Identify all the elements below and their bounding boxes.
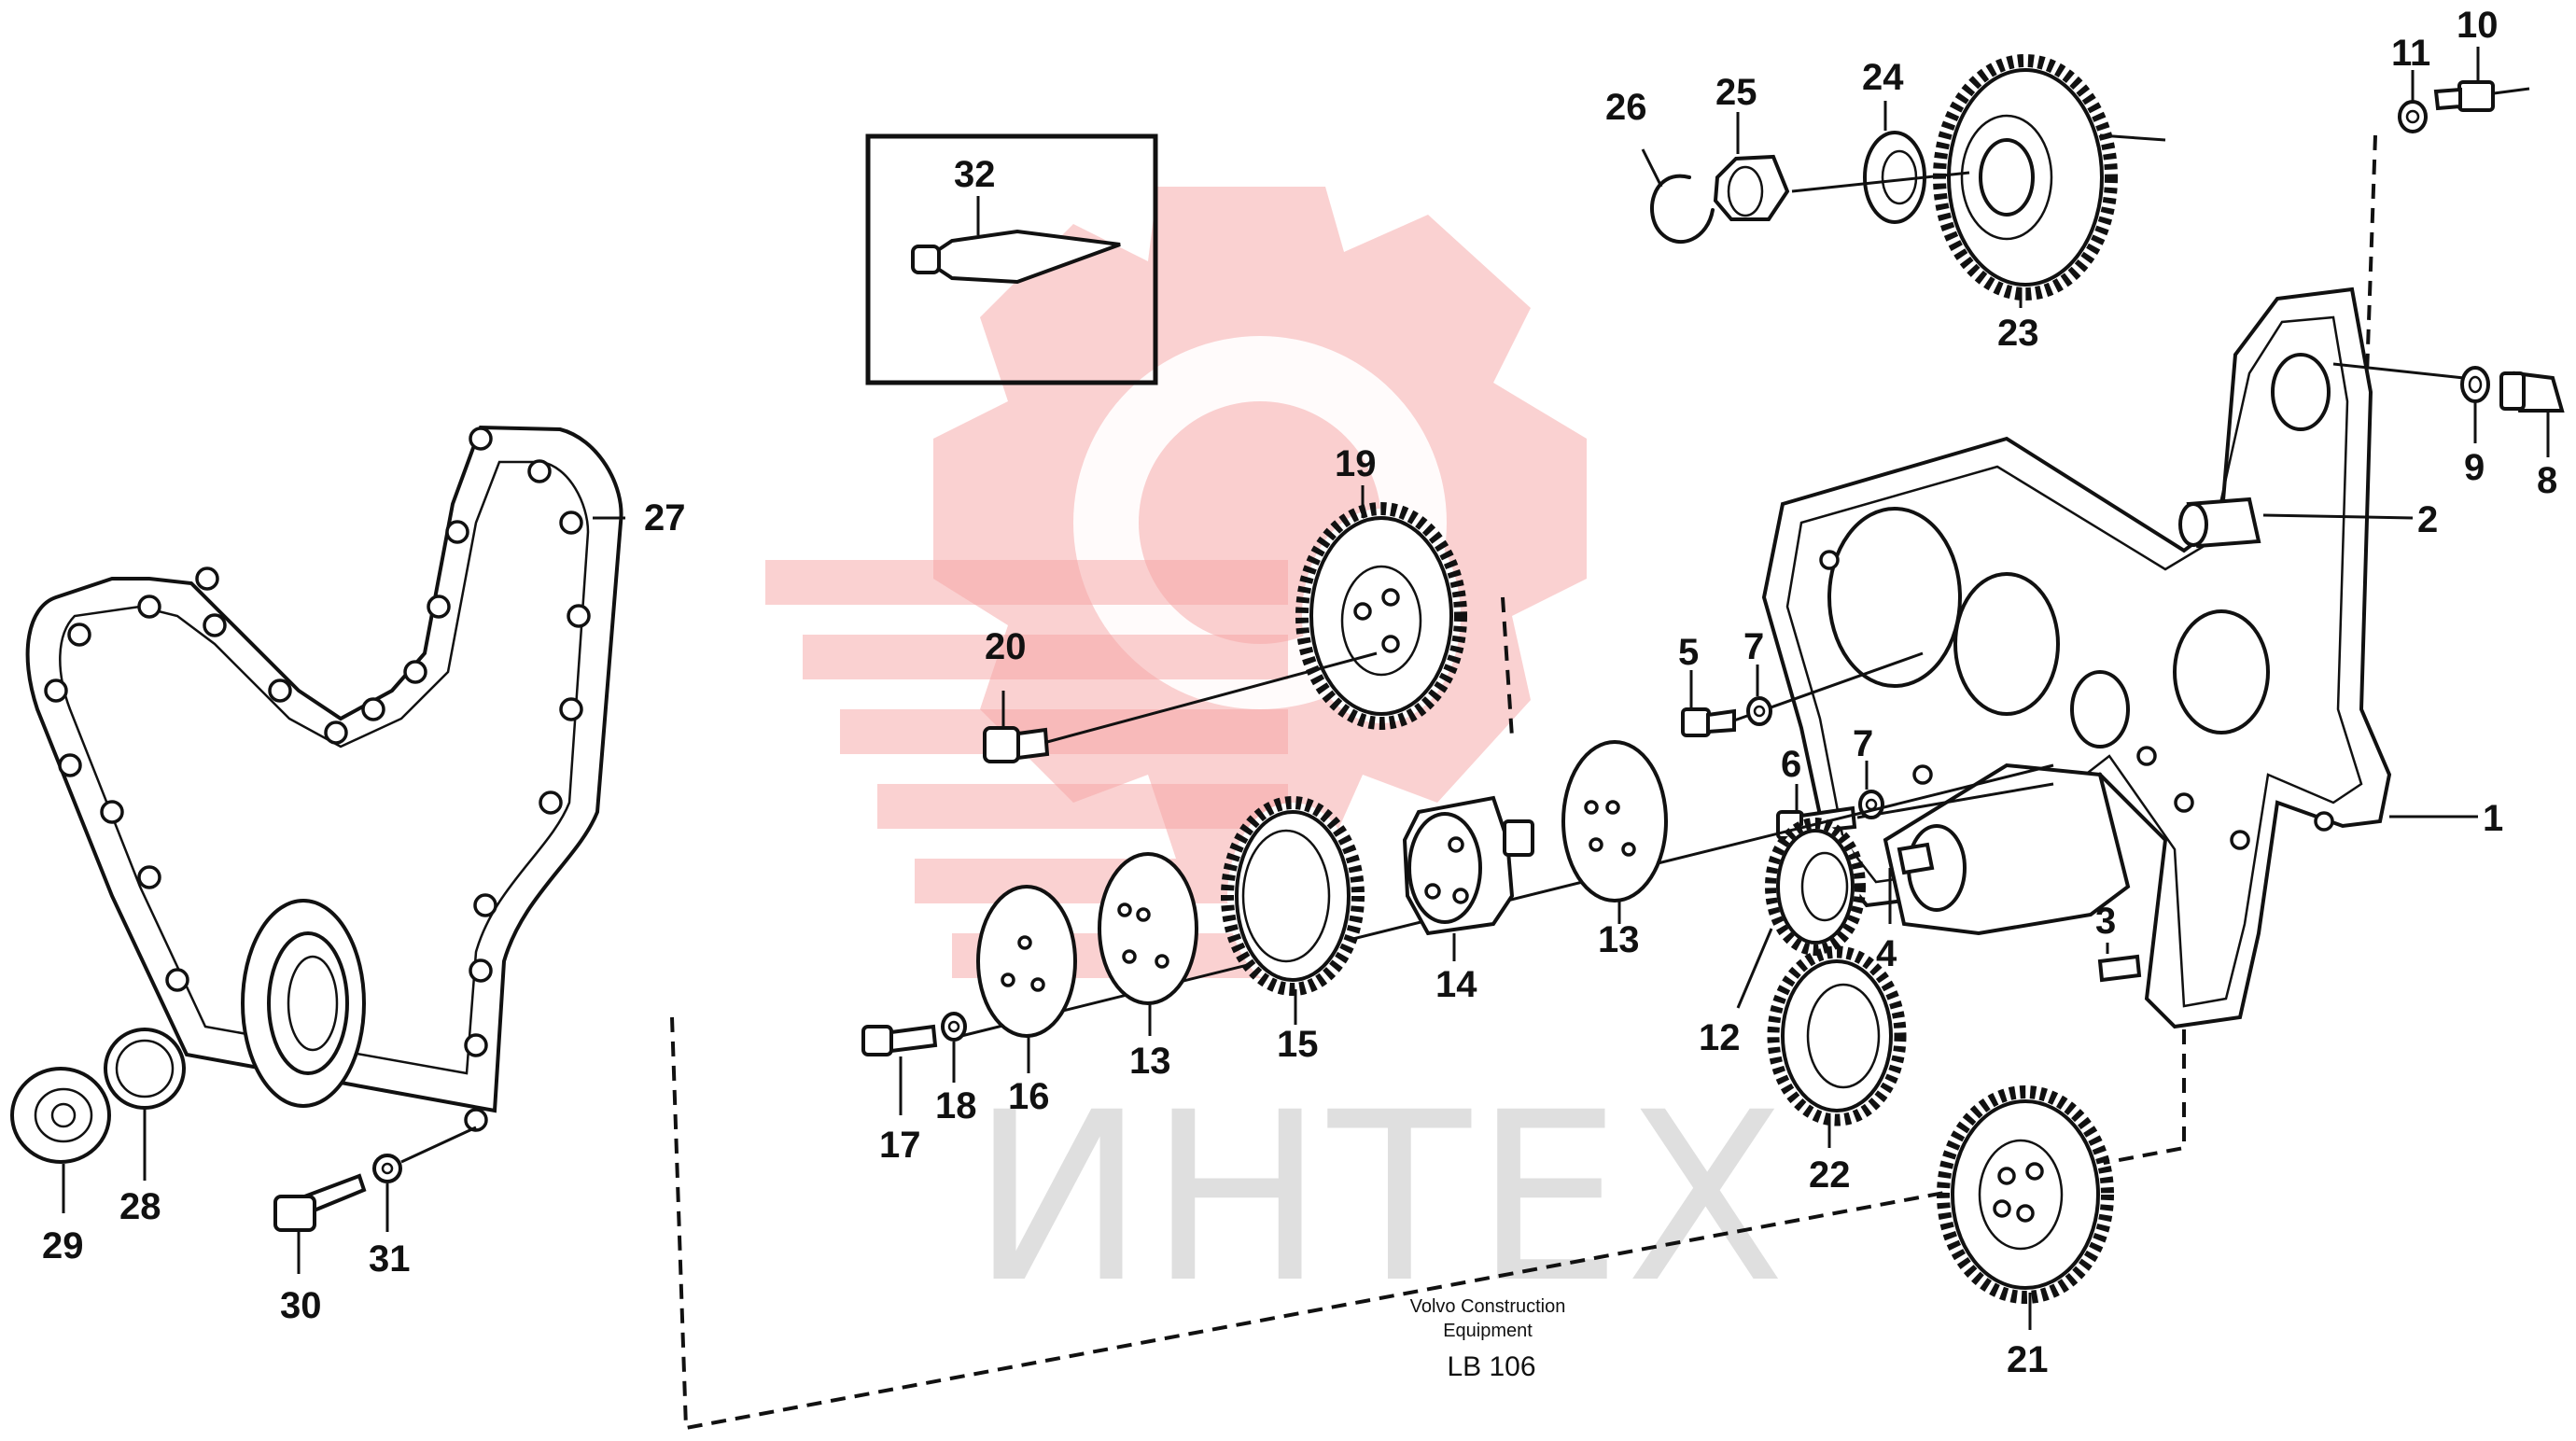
callout-11: 11 <box>2391 33 2430 74</box>
gear-part-19 <box>1295 485 1467 730</box>
timing-case-part-1 <box>1761 287 2478 1029</box>
seal-part-28 <box>104 1028 186 1181</box>
callout-24: 24 <box>1862 57 1904 98</box>
caption-line-2: Equipment <box>1443 1321 1533 1341</box>
plate-part-13-right <box>1561 740 1668 924</box>
thrust-washer-part-24 <box>1791 101 1970 224</box>
caption-line-1: Volvo Construction <box>1410 1296 1566 1317</box>
washer-part-11 <box>2398 70 2428 133</box>
hub-part-14 <box>1402 795 1534 961</box>
washer-part-7-upper <box>1746 665 1772 726</box>
alignment-line-dashed-bottom <box>670 980 2186 1431</box>
callout-10: 10 <box>2457 5 2499 46</box>
plate-part-16 <box>976 885 1077 1073</box>
callout-31: 31 <box>369 1238 411 1280</box>
bearing-part-25 <box>1713 112 1790 221</box>
callout-22: 22 <box>1809 1154 1851 1196</box>
plug-part-8 <box>2499 371 2565 457</box>
callout-9: 9 <box>2464 447 2485 488</box>
gear-part-22 <box>1767 945 1907 1148</box>
callout-30: 30 <box>280 1285 322 1326</box>
callout-20: 20 <box>985 626 1027 667</box>
gear-part-23 <box>1933 54 2166 308</box>
callout-7-upper: 7 <box>1743 626 1764 667</box>
caption-block: Volvo Construction Equipment LB 106 <box>1410 1296 1566 1382</box>
callout-32: 32 <box>954 154 996 195</box>
callout-7-lower: 7 <box>1853 723 1873 764</box>
crank-gear-part-12 <box>1736 818 1866 1009</box>
callout-13-right: 13 <box>1598 919 1640 960</box>
washer-part-31 <box>372 1126 477 1232</box>
callout-6: 6 <box>1781 744 1801 785</box>
gear-part-21 <box>1937 1085 2114 1330</box>
bolt-part-10 <box>2433 47 2530 112</box>
bolt-part-17 <box>861 1024 938 1115</box>
callout-13-left: 13 <box>1129 1041 1171 1082</box>
pin-part-3 <box>2097 943 2142 983</box>
watermark-gear-logo <box>765 187 1587 978</box>
alignment-line-dashed-top-right <box>2364 134 2377 402</box>
callout-3: 3 <box>2095 901 2116 942</box>
callout-17: 17 <box>879 1125 921 1166</box>
dowel-part-2 <box>2178 497 2414 549</box>
callout-16: 16 <box>1008 1076 1050 1117</box>
drawing-code: LB 106 <box>1447 1351 1535 1382</box>
washer-part-9 <box>2332 362 2490 443</box>
circlip-part-26 <box>1641 148 1715 245</box>
bolt-part-20 <box>983 651 1378 763</box>
callout-8: 8 <box>2537 460 2557 501</box>
callout-15: 15 <box>1277 1024 1319 1065</box>
callout-labels: 1 2 3 4 5 6 7 7 8 9 10 11 12 13 13 14 15… <box>42 5 2557 1380</box>
callout-27: 27 <box>644 497 686 539</box>
callout-25: 25 <box>1715 72 1757 113</box>
gear-part-15 <box>1221 796 1365 1025</box>
callout-2: 2 <box>2417 499 2438 540</box>
callout-19: 19 <box>1335 443 1377 484</box>
key-part-4 <box>1888 842 1935 924</box>
plate-part-13-left <box>1098 852 1198 1036</box>
seal-part-29 <box>10 1067 111 1213</box>
callout-28: 28 <box>119 1186 161 1227</box>
watermark-text: ИНТЕХ <box>971 1062 1789 1334</box>
bolt-part-30 <box>273 1173 367 1274</box>
inset-box-part-32 <box>865 133 1158 385</box>
callout-4: 4 <box>1876 933 1897 974</box>
callout-21: 21 <box>2007 1339 2049 1380</box>
callout-23: 23 <box>1997 313 2039 354</box>
callout-26: 26 <box>1605 87 1647 128</box>
callout-29: 29 <box>42 1225 84 1266</box>
washer-part-18 <box>941 1012 967 1083</box>
callout-5: 5 <box>1678 632 1699 673</box>
callout-14: 14 <box>1435 964 1477 1005</box>
callout-12: 12 <box>1699 1017 1741 1058</box>
callout-18: 18 <box>935 1085 977 1126</box>
timing-cover-part-27 <box>25 425 625 1132</box>
callout-1: 1 <box>2483 798 2503 839</box>
